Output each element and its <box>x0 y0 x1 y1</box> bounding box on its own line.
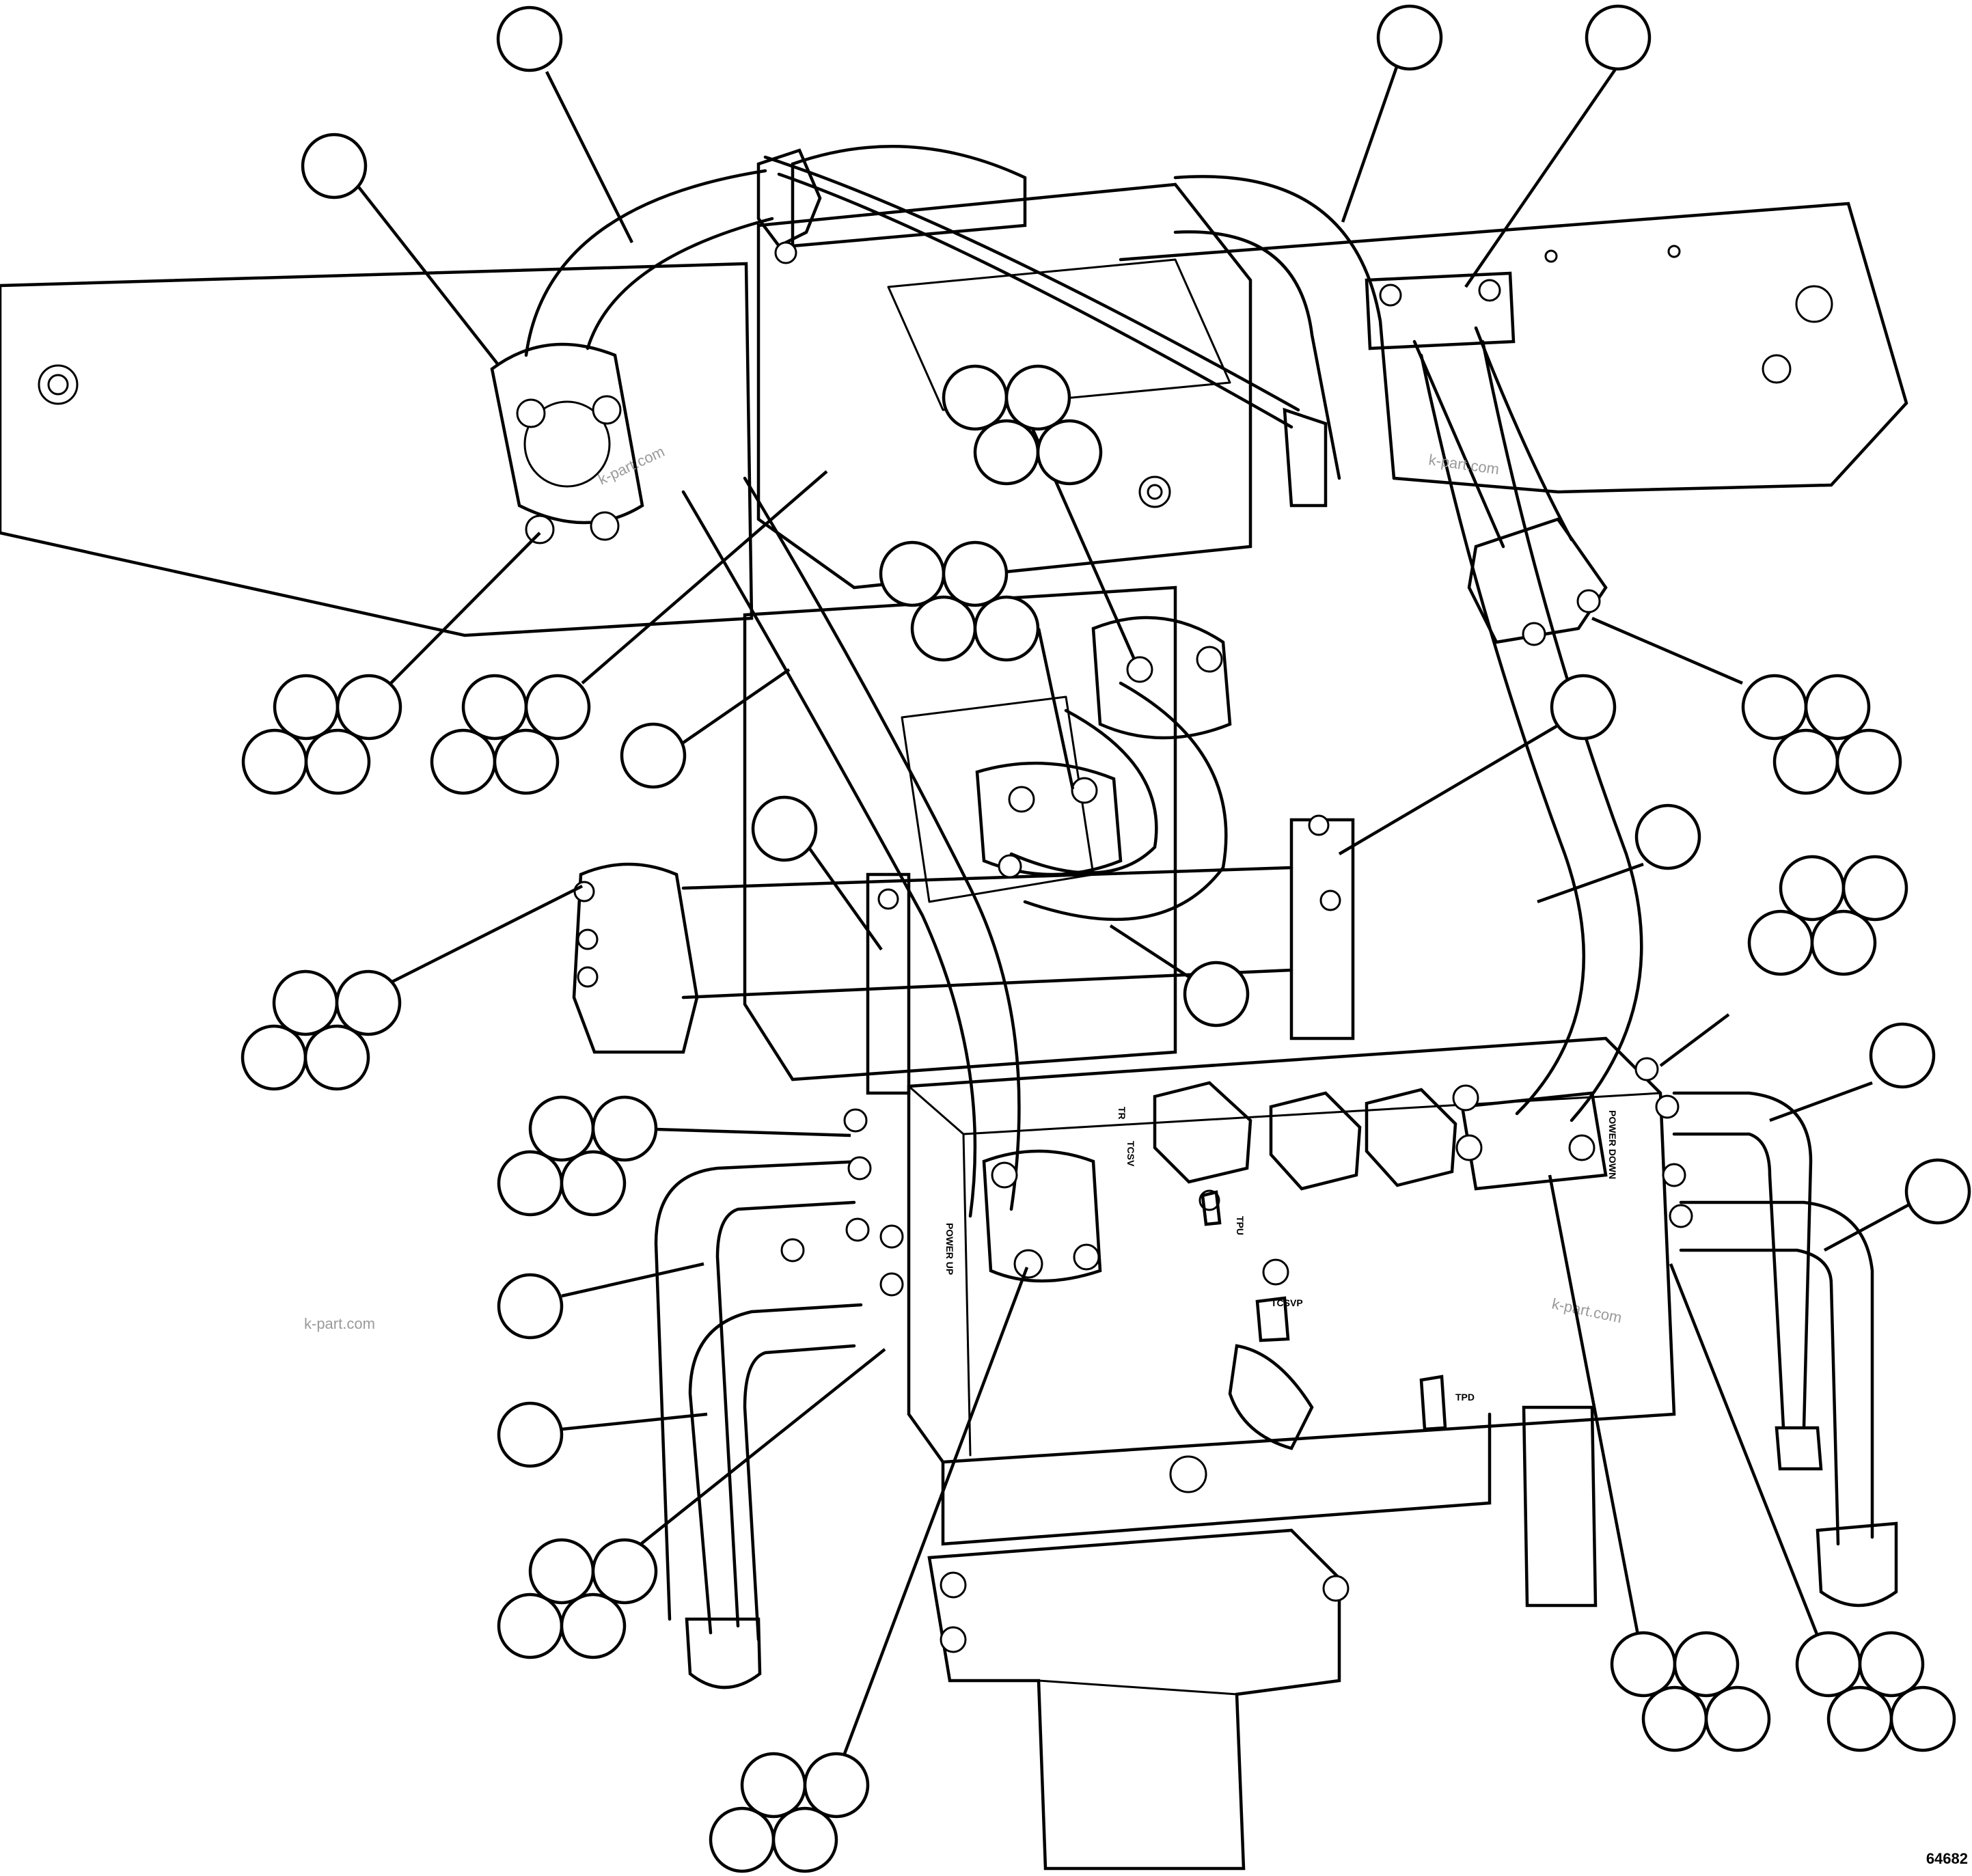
mounting-bolt <box>38 364 79 405</box>
lower-manifold-block <box>907 1036 1676 1546</box>
tube-clamps <box>866 271 1516 1095</box>
left-side-bolts <box>780 1108 904 1297</box>
tube-end-fittings <box>685 1405 1898 1689</box>
port-label-tcsvp: TCSVP <box>1271 1297 1303 1308</box>
right-lower-tube <box>1672 1091 1813 1430</box>
callout-cluster <box>1795 1631 1956 1752</box>
port-label-tr: TR <box>1117 1107 1127 1120</box>
callout-cluster <box>430 674 591 795</box>
port-label-power-down: POWER DOWN <box>1607 1110 1618 1179</box>
right-pressure-hose <box>1419 340 1643 1122</box>
return-line <box>763 155 1300 429</box>
callout-cluster <box>1747 855 1908 976</box>
lower-flanges <box>982 1084 1608 1283</box>
callout-cluster <box>1741 674 1902 795</box>
watermark: k-part.com <box>304 1315 375 1332</box>
callout-cluster <box>879 540 1040 662</box>
callout-circle <box>620 722 687 789</box>
callout-circle <box>1585 4 1652 71</box>
callout-cluster <box>241 674 402 795</box>
manifold-caps <box>1153 1081 1457 1493</box>
callout-circle <box>496 5 563 72</box>
callout-circle <box>1904 1158 1971 1225</box>
port-label-tpu: TPU <box>1235 1216 1246 1235</box>
upper-right-loop-tube <box>1173 175 1396 480</box>
upper-valve-block <box>756 182 1252 590</box>
left-outer-tube <box>688 1303 863 1642</box>
callout-circle <box>1869 1022 1936 1089</box>
callout-cluster <box>497 1538 658 1659</box>
center-flanges <box>975 616 1232 879</box>
test-ports <box>1201 1190 1447 1450</box>
callout-circle <box>1183 961 1250 1027</box>
figure-number: 64682 <box>1926 1850 1968 1867</box>
port-labels: TR TCSV TPU TCSVP TPD POWER UP POWER DOW… <box>944 1107 1618 1403</box>
watermark: k-part.com <box>1550 1295 1624 1326</box>
upper-left-flange <box>490 342 644 544</box>
callout-cluster <box>241 969 402 1091</box>
callout-circle <box>301 133 368 199</box>
callout-circle <box>1376 4 1443 71</box>
upper-left-loop-tube <box>524 169 774 357</box>
callout-cluster <box>1610 1631 1771 1752</box>
left-clamp-fitting <box>572 862 699 1054</box>
gear-pump <box>927 1528 1350 1871</box>
callout-cluster <box>942 364 1103 486</box>
callout-cluster <box>497 1095 658 1217</box>
port-label-tcsv: TCSV <box>1125 1141 1136 1167</box>
callout-circle <box>751 795 818 862</box>
callout-circle <box>1634 803 1701 870</box>
center-u-tube <box>1009 681 1228 922</box>
callout-circle <box>497 1273 564 1340</box>
callout-cluster <box>709 1752 870 1873</box>
callout-circle <box>497 1401 564 1468</box>
right-mounting-plate <box>1119 202 1908 494</box>
port-label-power-up: POWER UP <box>944 1223 955 1275</box>
upper-right-hose <box>1412 326 1574 549</box>
callout-circle <box>1550 674 1617 741</box>
right-outer-tube <box>1679 1200 1874 1546</box>
right-side-bolts <box>1634 1057 1693 1228</box>
port-label-tpd: TPD <box>1455 1392 1475 1403</box>
left-mounting-plate <box>0 262 754 637</box>
callout-circles <box>241 4 1971 1873</box>
upper-elbow-fitting <box>756 148 1328 508</box>
upper-right-flange <box>1467 517 1608 646</box>
left-lower-tube <box>654 1159 863 1628</box>
